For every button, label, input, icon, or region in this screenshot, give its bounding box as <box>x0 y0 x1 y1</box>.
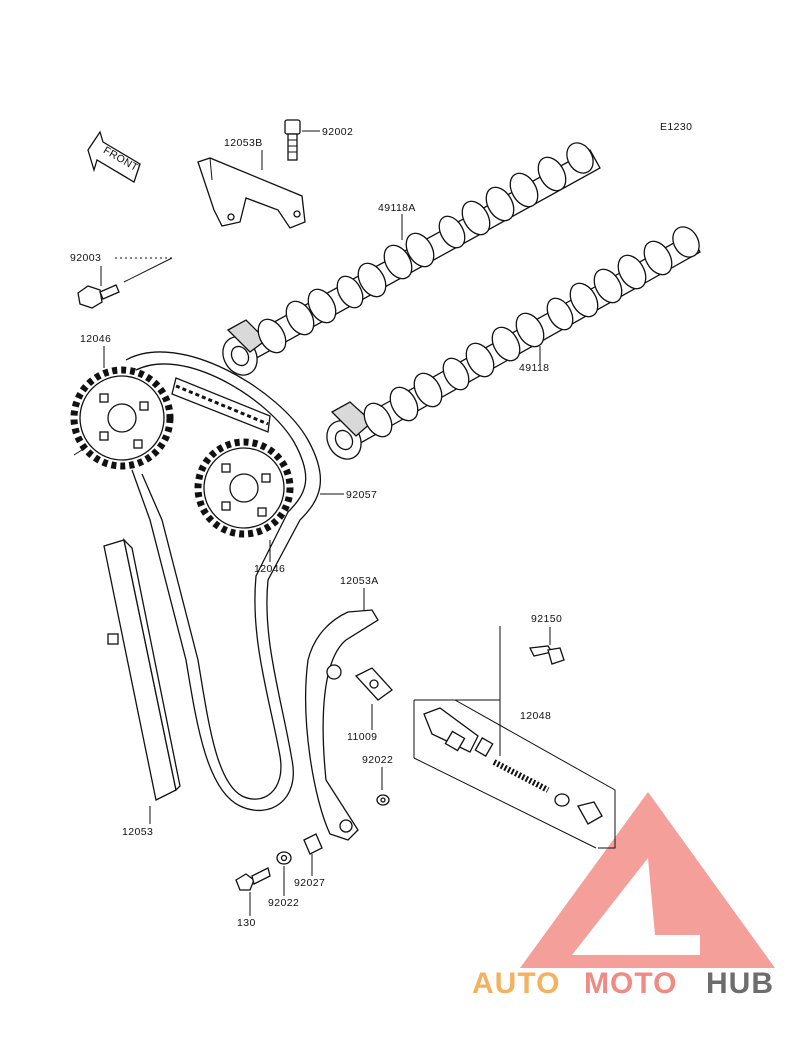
watermark-logo <box>520 792 775 968</box>
chain-tensioner-12048 <box>423 707 603 825</box>
front-arrow-icon: FRONT <box>87 130 141 183</box>
label-12053: 12053 <box>122 826 153 838</box>
washer-92022-right <box>376 794 390 806</box>
chain-guide-12053 <box>103 538 181 801</box>
leader-lines <box>73 130 616 916</box>
label-92022-right: 92022 <box>362 754 393 766</box>
camshaft-49118A <box>222 142 601 376</box>
label-49118: 49118 <box>519 362 549 374</box>
label-92027: 92027 <box>294 877 325 889</box>
bolt-92002 <box>284 119 301 161</box>
label-92022-left: 92022 <box>268 897 299 909</box>
label-12046-upper: 12046 <box>80 333 111 345</box>
label-12048: 12048 <box>520 710 551 722</box>
watermark-moto: MOTO <box>584 967 677 1000</box>
camshaft-49118 <box>326 226 701 460</box>
bolt-92150 <box>529 645 565 665</box>
watermark-auto: AUTO <box>472 967 560 1000</box>
label-11009: 11009 <box>347 731 377 743</box>
tensioner-guide-12053A <box>305 609 379 841</box>
label-92003: 92003 <box>70 252 101 264</box>
cam-sprocket-12046-upper <box>70 366 174 470</box>
gasket-11009 <box>354 667 393 701</box>
watermark-hub: HUB <box>706 967 774 1000</box>
label-12053A: 12053A <box>340 575 379 587</box>
collar-92027 <box>303 833 323 855</box>
watermark-text: AUTO MOTO HUB <box>472 967 774 1000</box>
label-130: 130 <box>237 917 256 929</box>
label-49118A: 49118A <box>378 202 416 214</box>
timing-chain-92057 <box>125 351 322 811</box>
label-92057: 92057 <box>346 489 377 501</box>
label-92150: 92150 <box>531 613 562 625</box>
diagram-code: E1230 <box>660 121 692 133</box>
label-92002: 92002 <box>322 126 353 138</box>
cam-sprocket-12046-lower <box>194 438 294 538</box>
chain-guide-12053B <box>197 157 306 229</box>
bolt-130 <box>235 867 271 891</box>
label-12053B: 12053B <box>224 137 263 149</box>
bolt-92003 <box>77 284 120 309</box>
washer-92022-left <box>276 851 292 865</box>
label-12046-lower: 12046 <box>254 563 285 575</box>
